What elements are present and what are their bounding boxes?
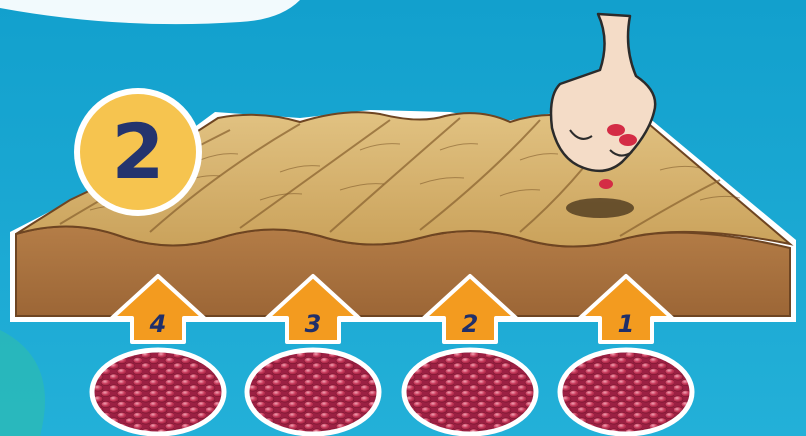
row-label: 2 <box>462 310 479 338</box>
seed-pile-icon <box>560 350 692 434</box>
row-label: 4 <box>149 310 167 338</box>
row-label: 3 <box>305 310 322 338</box>
seed-pile-icon <box>404 350 536 434</box>
planting-hole <box>566 198 634 218</box>
step-number: 2 <box>112 107 165 196</box>
seed-pile-icon <box>92 350 224 434</box>
seed-pile-icon <box>247 350 379 434</box>
row-label: 1 <box>618 310 635 338</box>
step-badge: 2 <box>74 88 202 216</box>
